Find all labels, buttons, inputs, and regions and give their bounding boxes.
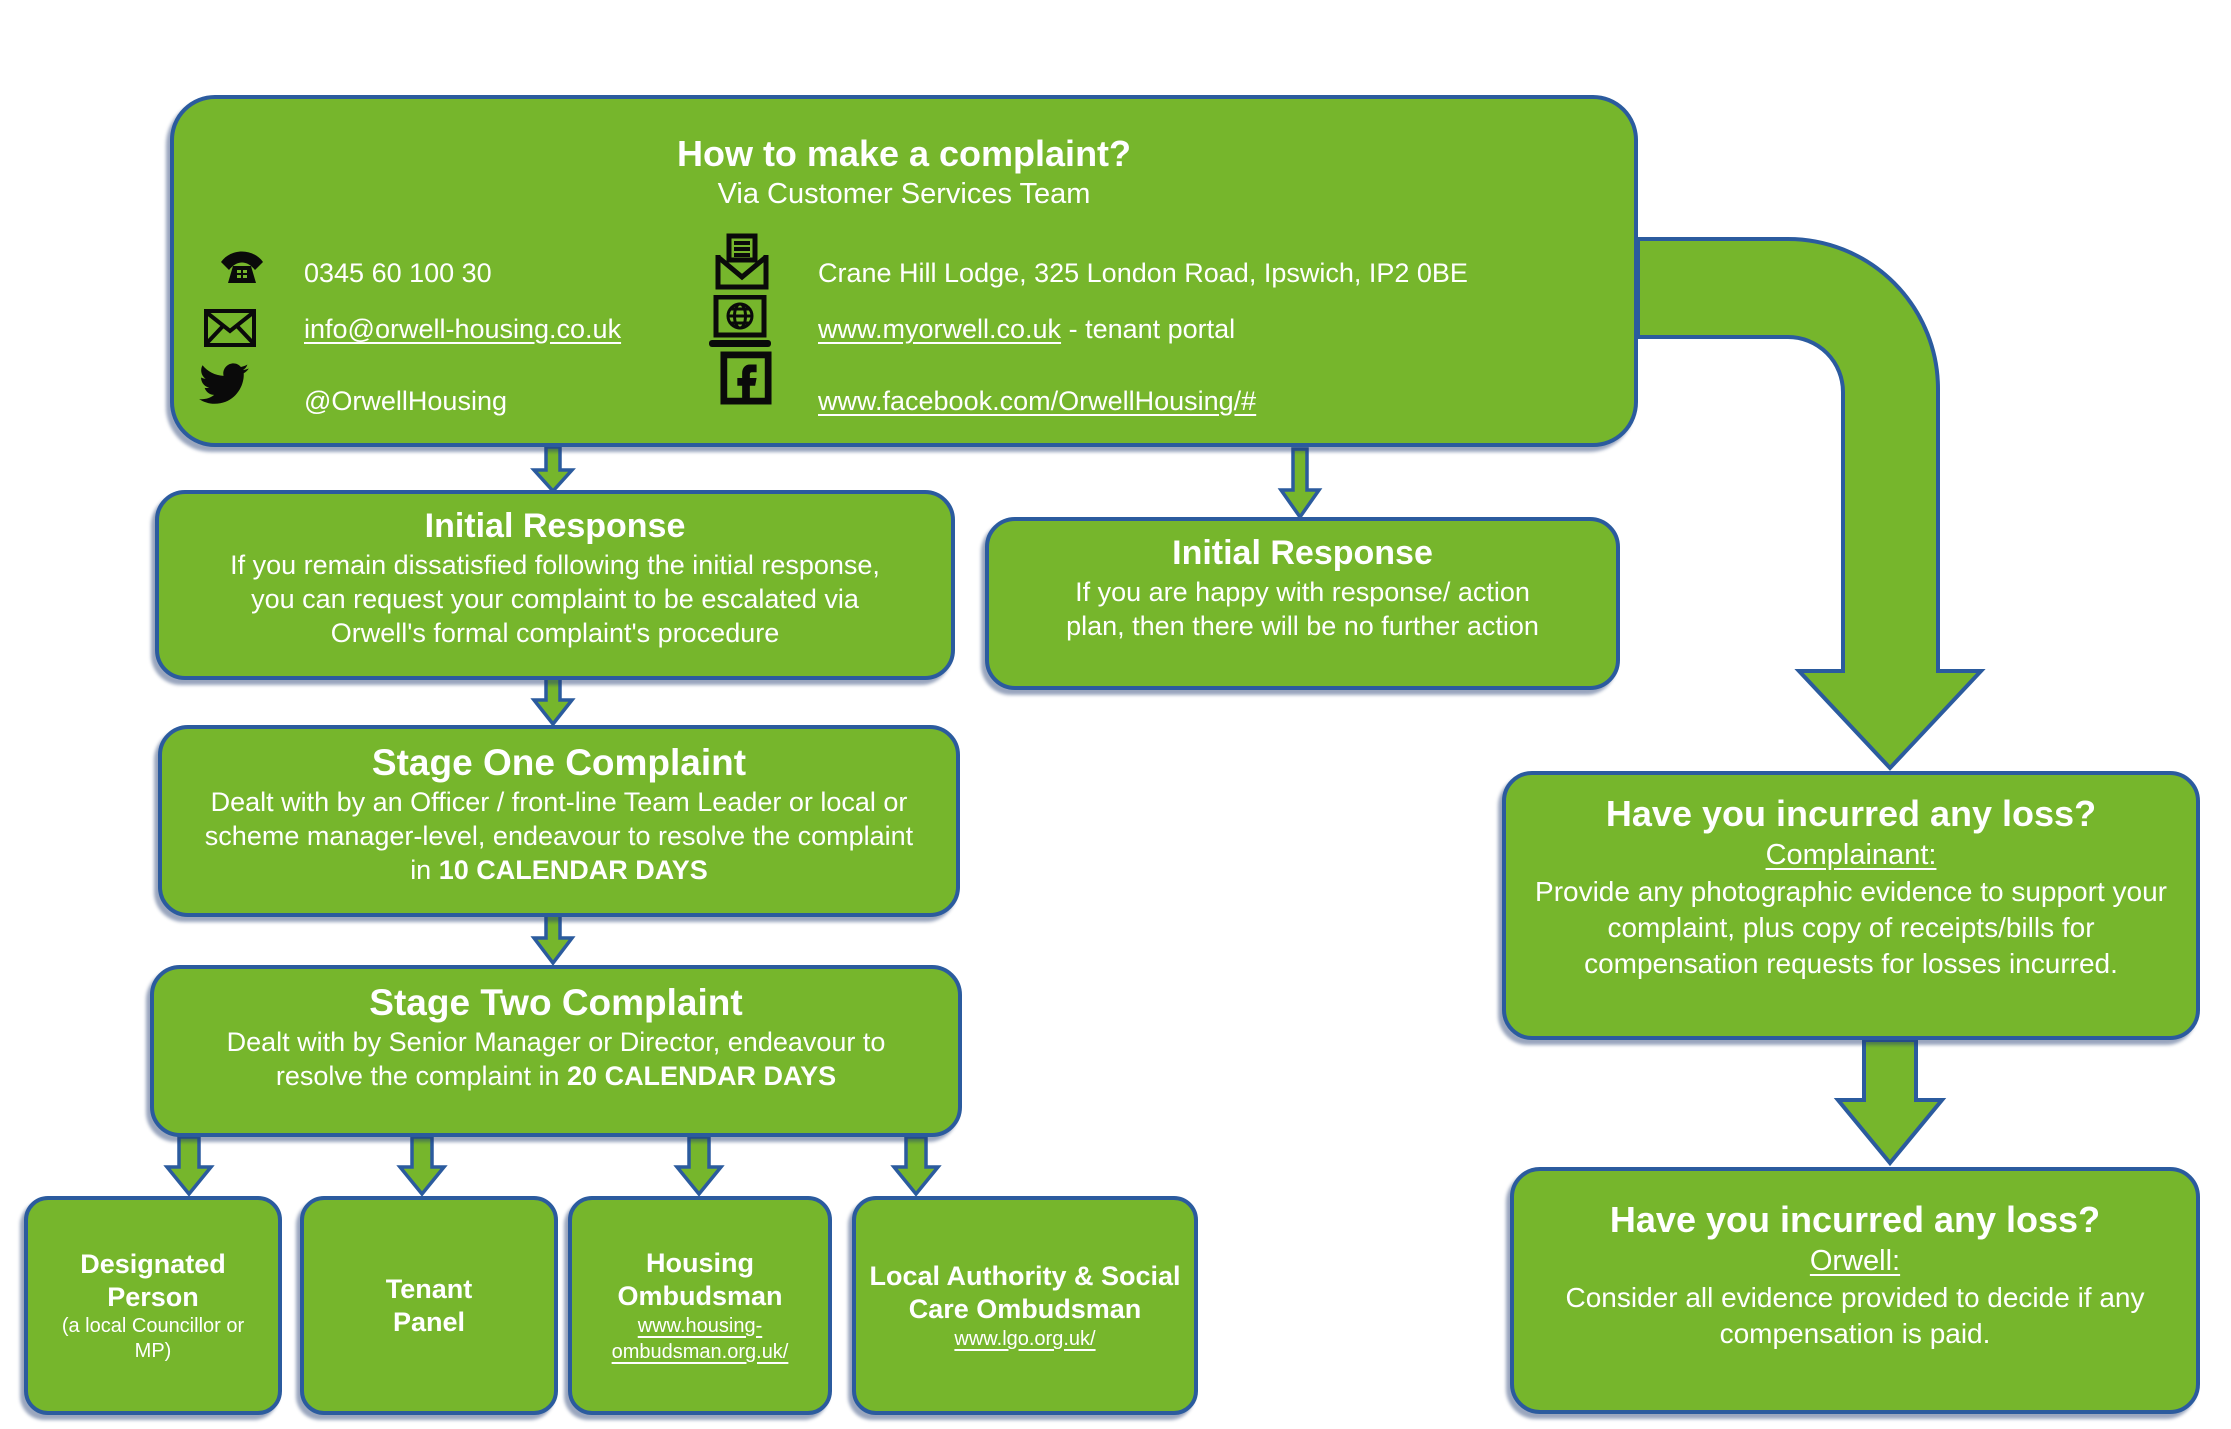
arrow-stage-two-to-lgo <box>890 1135 942 1197</box>
arrow-stage-one-to-stage-two <box>530 913 576 966</box>
designated-person-title: Designated Person <box>80 1248 226 1312</box>
stage-two-body: Dealt with by Senior Manager or Director… <box>226 1027 886 1091</box>
initial-response-dissatisfied-box: Initial Response If you remain dissatisf… <box>155 490 955 680</box>
stage-one-complaint-box: Stage One Complaint Dealt with by an Off… <box>158 725 960 917</box>
initial-response-right-body: If you are happy with response/ action p… <box>1066 577 1539 641</box>
loss-complainant-title: Have you incurred any loss? <box>1605 793 2097 834</box>
email-icon <box>204 309 256 347</box>
loss-complainant-subtitle: Complainant: <box>1765 839 1937 871</box>
contact-box: How to make a complaint? Via Customer Se… <box>170 95 1638 447</box>
loss-orwell-body: Consider all evidence provided to decide… <box>1565 1282 2145 1349</box>
lgo-link[interactable]: www.lgo.org.uk/ <box>954 1327 1096 1350</box>
housing-ombudsman-link[interactable]: www.housing-ombudsman.org.uk/ <box>611 1314 789 1363</box>
loss-complainant-body: Provide any photographic evidence to sup… <box>1535 876 2167 979</box>
housing-ombudsman-box: Housing Ombudsman www.housing-ombudsman.… <box>568 1196 832 1415</box>
phone-number: 0345 60 100 30 <box>304 258 492 288</box>
tenant-panel-box: Tenant Panel <box>300 1196 558 1415</box>
stage-one-title: Stage One Complaint <box>371 742 747 783</box>
tenant-panel-title: Tenant Panel <box>385 1273 473 1337</box>
portal-link[interactable]: www.myorwell.co.uk <box>818 314 1062 344</box>
letter-icon <box>715 233 769 290</box>
initial-response-right-title: Initial Response <box>1172 534 1433 572</box>
arrow-stage-two-to-housing-ombudsman <box>673 1135 725 1197</box>
loss-orwell-subtitle: Orwell: <box>1809 1245 1901 1277</box>
initial-response-left-body: If you remain dissatisfied following the… <box>230 550 880 648</box>
designated-person-box: Designated Person (a local Councillor or… <box>24 1196 282 1415</box>
housing-ombudsman-title: Housing Ombudsman <box>617 1247 783 1311</box>
initial-response-left-title: Initial Response <box>424 507 686 545</box>
stage-one-deadline: 10 CALENDAR DAYS <box>438 855 708 885</box>
arrow-top-to-initial-right <box>1277 447 1323 521</box>
loss-orwell-box: Have you incurred any loss? Orwell: Cons… <box>1510 1167 2200 1414</box>
local-authority-ombudsman-title: Local Authority & Social Care Ombudsman <box>869 1260 1181 1324</box>
twitter-icon <box>199 363 249 404</box>
arrow-loss-complainant-to-orwell <box>1833 1038 1947 1167</box>
email-link[interactable]: info@orwell-housing.co.uk <box>304 314 622 344</box>
arrow-top-to-initial-left <box>530 445 576 494</box>
portal-line: www.myorwell.co.uk - tenant portal <box>818 313 1235 345</box>
facebook-icon <box>720 351 772 405</box>
arrow-stage-two-to-designated-person <box>163 1135 215 1197</box>
web-portal-icon <box>709 295 771 347</box>
page-title: How to make a complaint? <box>676 133 1132 174</box>
local-authority-ombudsman-box: Local Authority & Social Care Ombudsman … <box>852 1196 1198 1415</box>
facebook-link[interactable]: www.facebook.com/OrwellHousing/# <box>818 386 1257 416</box>
stage-one-body: Dealt with by an Officer / front-line Te… <box>204 787 914 885</box>
postal-address: Crane Hill Lodge, 325 London Road, Ipswi… <box>818 258 1468 288</box>
initial-response-happy-box: Initial Response If you are happy with r… <box>985 517 1620 690</box>
twitter-handle: @OrwellHousing <box>304 386 507 416</box>
page-subtitle: Via Customer Services Team <box>717 178 1091 210</box>
stage-two-title: Stage Two Complaint <box>369 982 743 1023</box>
stage-two-deadline: 20 CALENDAR DAYS <box>567 1061 837 1091</box>
stage-two-complaint-box: Stage Two Complaint Dealt with by Senior… <box>150 965 962 1137</box>
loss-complainant-box: Have you incurred any loss? Complainant:… <box>1502 771 2200 1040</box>
designated-person-subtitle: (a local Councillor or MP) <box>61 1314 245 1362</box>
big-curved-arrow <box>1636 237 1986 771</box>
portal-note: - tenant portal <box>1068 314 1236 344</box>
loss-orwell-title: Have you incurred any loss? <box>1609 1199 2101 1240</box>
arrow-initial-to-stage-one <box>530 676 576 727</box>
arrow-stage-two-to-tenant-panel <box>396 1135 448 1197</box>
phone-icon <box>221 251 263 283</box>
